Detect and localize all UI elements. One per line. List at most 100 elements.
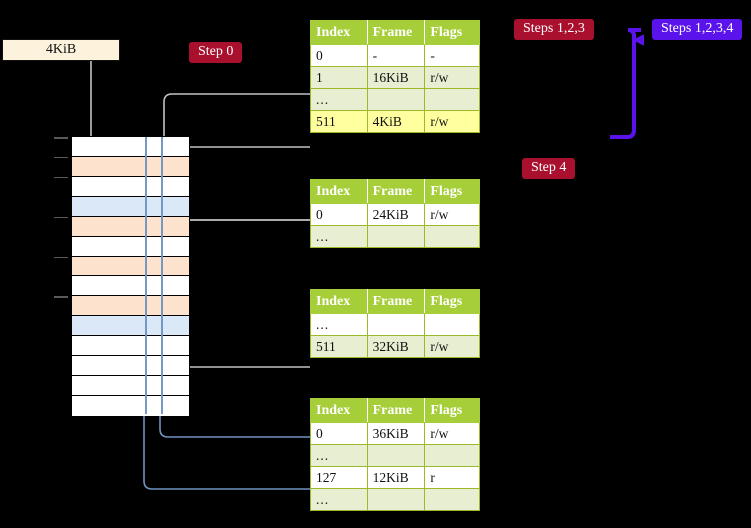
column-header-flags: Flags <box>424 20 480 45</box>
column-header-flags: Flags <box>424 179 480 204</box>
memory-frame-row <box>72 196 189 217</box>
source-block-label: 4KiB <box>45 42 77 57</box>
cell-index: 0 <box>310 203 368 226</box>
memory-region-tick <box>54 296 68 298</box>
cell-flags: r/w <box>424 422 480 445</box>
column-header-frame: Frame <box>366 398 426 423</box>
cell-flags: r/w <box>424 203 480 226</box>
cell-frame: 24KiB <box>366 203 426 226</box>
memory-frame-row <box>72 396 189 416</box>
memory-frame-row <box>72 356 189 377</box>
cell-frame <box>366 444 426 467</box>
cell-frame <box>366 488 426 511</box>
column-header-frame: Frame <box>366 20 426 45</box>
memory-frame-row <box>72 216 189 237</box>
cell-flags <box>424 88 480 111</box>
cell-flags: r/w <box>424 110 480 133</box>
memory-frame-row <box>72 156 189 177</box>
cell-frame <box>366 313 426 336</box>
memory-frame-row <box>72 336 189 357</box>
cell-index: ... <box>310 313 368 336</box>
physical-memory-column <box>54 136 190 416</box>
memory-frame-row <box>72 256 189 277</box>
cell-index: 511 <box>310 335 368 358</box>
memory-frame-row <box>72 236 189 257</box>
wire-level3-to-memory <box>171 314 310 368</box>
cell-flags <box>424 488 480 511</box>
cell-flags: r <box>424 466 480 489</box>
cell-flags <box>424 225 480 248</box>
cell-index: ... <box>310 225 368 248</box>
cell-flags: - <box>424 44 480 67</box>
cell-index: ... <box>310 488 368 511</box>
cell-frame: - <box>366 44 426 67</box>
memory-region-tick <box>54 137 68 139</box>
cell-index: 127 <box>310 466 368 489</box>
column-header-frame: Frame <box>366 289 426 314</box>
memory-frame-row <box>72 316 189 337</box>
badge-steps-1-2-3: Steps 1,2,3 <box>514 19 594 40</box>
cell-frame <box>366 88 426 111</box>
column-header-index: Index <box>310 398 368 423</box>
table-row: ... <box>310 488 480 511</box>
memory-region-tick <box>54 216 68 219</box>
column-header-index: Index <box>310 289 368 314</box>
cell-frame: 36KiB <box>366 422 426 445</box>
table-row: ... <box>310 88 480 111</box>
cell-frame: 4KiB <box>366 110 426 133</box>
cell-frame: 32KiB <box>366 335 426 358</box>
cell-frame: 16KiB <box>366 66 426 89</box>
column-header-frame: Frame <box>366 179 426 204</box>
memory-column-divider-1 <box>145 137 147 414</box>
memory-frame-row <box>72 376 189 397</box>
cell-index: 0 <box>310 422 368 445</box>
memory-column-divider-2 <box>161 137 163 414</box>
memory-frame-row <box>72 276 189 297</box>
cell-index: ... <box>310 88 368 111</box>
cell-flags <box>424 444 480 467</box>
memory-frame-row <box>72 176 189 197</box>
memory-region-tick <box>54 256 68 259</box>
wire-steps-1234-hook <box>610 28 644 139</box>
cell-index: 0 <box>310 44 368 67</box>
table-row: 0-- <box>310 44 480 67</box>
table-row: ... <box>310 225 480 248</box>
wire-level1-hop <box>177 146 310 171</box>
cell-flags <box>424 313 480 336</box>
badge-step-4: Step 4 <box>522 158 576 179</box>
column-header-flags: Flags <box>424 289 480 314</box>
column-header-index: Index <box>310 20 368 45</box>
cell-index: 1 <box>310 66 368 89</box>
cell-index: ... <box>310 444 368 467</box>
cell-flags: r/w <box>424 335 480 358</box>
memory-region-tick <box>54 156 68 159</box>
column-header-index: Index <box>310 179 368 204</box>
source-block-4kib: 4KiB <box>2 39 120 61</box>
memory-frame-row <box>72 296 189 317</box>
memory-region-tick <box>54 176 68 179</box>
table-row: ... <box>310 444 480 467</box>
badge-steps-1-2-3-4: Steps 1,2,3,4 <box>652 19 743 40</box>
column-header-flags: Flags <box>424 398 480 423</box>
table-row: ... <box>310 313 480 336</box>
badge-step-0: Step 0 <box>189 42 243 63</box>
cell-index: 511 <box>310 110 368 133</box>
cell-frame <box>366 225 426 248</box>
cell-flags: r/w <box>424 66 480 89</box>
cell-frame: 12KiB <box>366 466 426 489</box>
